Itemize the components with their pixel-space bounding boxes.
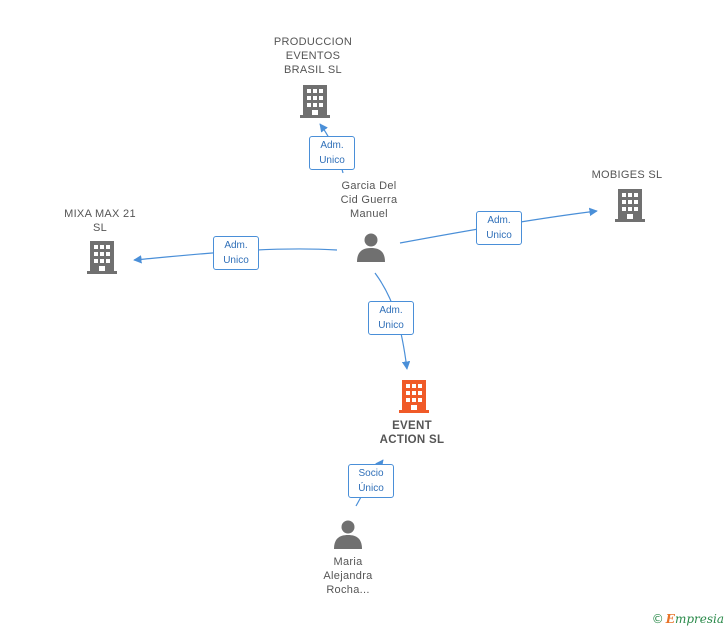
person-icon <box>334 520 362 549</box>
node-label-garcia[interactable]: Garcia Del Cid Guerra Manuel <box>340 180 398 220</box>
empresia-logo: ©Empresia <box>652 612 724 626</box>
building-icon <box>615 189 645 222</box>
edge-label-event: Adm. Unico <box>368 301 414 335</box>
edge-label-mixa: Adm. Unico <box>213 236 259 270</box>
node-label-produccion[interactable]: PRODUCCION EVENTOS BRASIL SL <box>273 36 353 76</box>
node-label-mobiges[interactable]: MOBIGES SL <box>591 169 663 181</box>
building-icon <box>300 85 330 118</box>
edge-label-maria-event: Socio Único <box>348 464 394 498</box>
brand-rest: mpresia <box>674 612 724 626</box>
person-icon <box>357 233 385 262</box>
edge-label-produccion: Adm. Unico <box>309 136 355 170</box>
building-icon <box>87 241 117 274</box>
edge-label-mobiges: Adm. Unico <box>476 211 522 245</box>
building-icon-main <box>399 380 429 413</box>
brand-initial: E <box>665 612 675 626</box>
copyright-symbol: © <box>651 612 664 626</box>
node-label-maria[interactable]: Maria Alejandra Rocha... <box>323 556 373 596</box>
node-label-mixa[interactable]: MIXA MAX 21 SL <box>64 208 136 234</box>
node-label-event[interactable]: EVENT ACTION SL <box>379 420 445 446</box>
